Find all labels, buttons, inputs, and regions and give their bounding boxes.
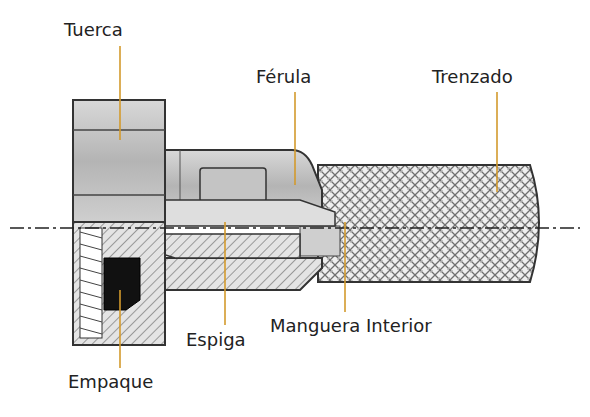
- inner-hose: [300, 226, 340, 256]
- part-label: Férula: [254, 67, 313, 87]
- part-label: Empaque: [66, 372, 155, 392]
- nut: [73, 100, 165, 345]
- part-label: Espiga: [184, 330, 248, 350]
- leader-lines: [120, 46, 497, 368]
- centerline: [10, 227, 580, 229]
- part-label: Manguera Interior: [268, 316, 434, 336]
- braided-hose: [318, 165, 539, 282]
- part-label: Trenzado: [430, 67, 515, 87]
- part-label: Tuerca: [62, 20, 125, 40]
- stem: [150, 200, 335, 258]
- gasket: [104, 258, 140, 310]
